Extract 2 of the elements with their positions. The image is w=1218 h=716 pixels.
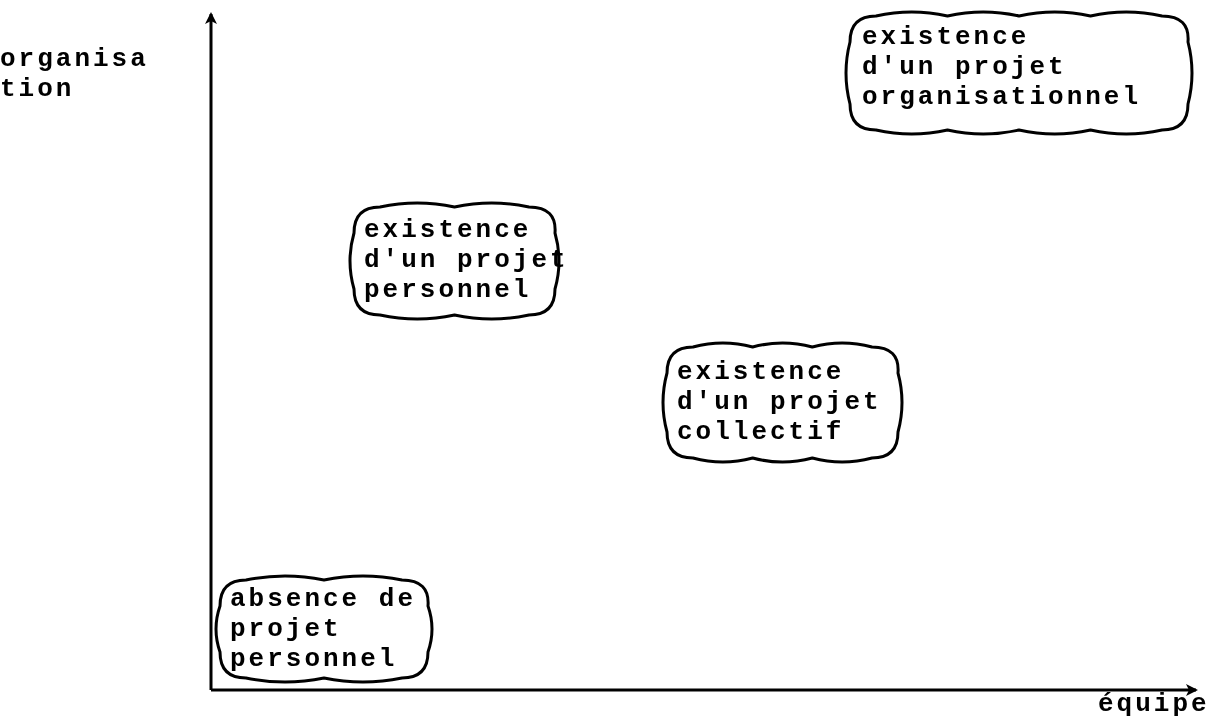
axis-label: organisa tion bbox=[0, 44, 149, 104]
axis-label: équipe bbox=[1098, 692, 1210, 716]
